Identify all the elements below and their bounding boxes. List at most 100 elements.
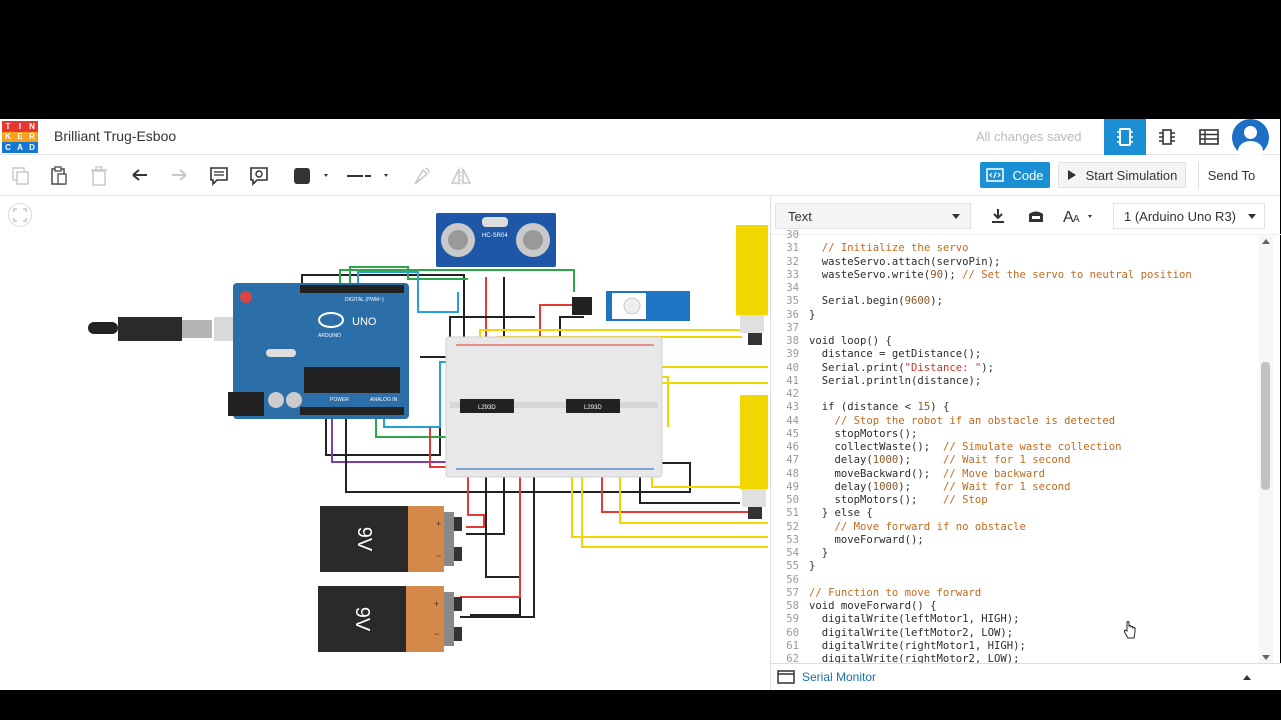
wire bbox=[651, 397, 742, 488]
code-line[interactable]: 55} bbox=[771, 560, 1259, 573]
line-number: 48 bbox=[786, 467, 799, 480]
code-line[interactable]: 61 digitalWrite(rightMotor1, HIGH); bbox=[771, 640, 1259, 653]
send-to-button[interactable]: Send To bbox=[1198, 162, 1264, 188]
code-line[interactable]: 33 wasteServo.write(90); // Set the serv… bbox=[771, 269, 1259, 282]
code-scrollbar[interactable] bbox=[1259, 236, 1273, 663]
code-line[interactable]: 59 digitalWrite(leftMotor1, HIGH); bbox=[771, 613, 1259, 626]
code-line[interactable]: 48 moveBackward(); // Move backward bbox=[771, 468, 1259, 481]
code-line[interactable]: 40 Serial.print("Distance: "); bbox=[771, 362, 1259, 375]
project-title[interactable]: Brilliant Trug-Esboo bbox=[54, 128, 177, 144]
dc-motor-2 bbox=[740, 395, 768, 519]
battery-1: 9V + − bbox=[320, 506, 462, 572]
code-text bbox=[799, 388, 809, 401]
code-line[interactable]: 45 stopMotors(); bbox=[771, 428, 1259, 441]
code-line[interactable]: 43 if (distance < 15) { bbox=[771, 401, 1259, 414]
circuit-view-button[interactable] bbox=[1104, 119, 1146, 155]
notes-button[interactable] bbox=[206, 164, 232, 188]
delete-button[interactable] bbox=[86, 164, 112, 188]
code-line[interactable]: 34 bbox=[771, 282, 1259, 295]
download-code-button[interactable] bbox=[985, 205, 1011, 227]
code-line[interactable]: 51 } else { bbox=[771, 507, 1259, 520]
line-number: 34 bbox=[786, 282, 799, 294]
code-line[interactable]: 49 delay(1000); // Wait for 1 second bbox=[771, 481, 1259, 494]
scrollbar-thumb[interactable] bbox=[1261, 362, 1270, 490]
copy-button[interactable] bbox=[8, 164, 34, 188]
code-line[interactable]: 53 moveForward(); bbox=[771, 534, 1259, 547]
undo-button[interactable] bbox=[127, 164, 153, 188]
wire-type-picker[interactable] bbox=[342, 164, 392, 188]
line-number: 52 bbox=[786, 520, 799, 533]
code-text bbox=[799, 229, 809, 242]
code-mode-value: Text bbox=[788, 209, 812, 224]
code-line[interactable]: 36} bbox=[771, 309, 1259, 322]
user-avatar[interactable] bbox=[1232, 119, 1269, 161]
code-text: distance = getDistance(); bbox=[809, 348, 982, 361]
code-line[interactable]: 39 distance = getDistance(); bbox=[771, 348, 1259, 361]
code-line[interactable]: 56 bbox=[771, 574, 1259, 587]
power-pins-label: POWER bbox=[330, 397, 349, 403]
undo-icon bbox=[132, 169, 147, 181]
code-line[interactable]: 62 digitalWrite(rightMotor2, LOW); bbox=[771, 653, 1259, 666]
notes-visibility-button[interactable] bbox=[246, 164, 272, 188]
rotate-button[interactable] bbox=[408, 164, 434, 188]
zoom-to-fit-button[interactable] bbox=[8, 203, 32, 227]
code-line[interactable]: 42 bbox=[771, 388, 1259, 401]
battery-1-label: 9V bbox=[353, 527, 375, 552]
code-line[interactable]: 44 // Stop the robot if an obstacle is d… bbox=[771, 415, 1259, 428]
color-picker[interactable] bbox=[288, 164, 332, 188]
code-line[interactable]: 46 collectWaste(); // Simulate waste col… bbox=[771, 441, 1259, 454]
board-dropdown[interactable]: 1 (Arduino Uno R3) bbox=[1113, 203, 1265, 229]
code-line[interactable]: 30 bbox=[771, 229, 1259, 242]
code-text: wasteServo.write(90); // Set the servo t… bbox=[809, 268, 1192, 281]
code-button[interactable]: Code bbox=[980, 162, 1050, 188]
component-list-button[interactable] bbox=[1188, 119, 1230, 155]
code-line[interactable]: 57 // Function to move forward bbox=[771, 587, 1259, 600]
tinkercad-logo[interactable]: T I N K E R C A D bbox=[2, 121, 38, 153]
code-line[interactable]: 32 wasteServo.attach(servoPin); bbox=[771, 256, 1259, 269]
flip-button[interactable] bbox=[448, 164, 474, 188]
scroll-down-arrow-icon[interactable] bbox=[1262, 655, 1270, 660]
schematic-view-button[interactable] bbox=[1146, 119, 1188, 155]
line-number: 31 bbox=[786, 242, 799, 255]
code-line[interactable]: 41 Serial.println(distance); bbox=[771, 375, 1259, 388]
libraries-button[interactable] bbox=[1023, 205, 1049, 227]
svg-text:A: A bbox=[1073, 214, 1080, 225]
wire bbox=[571, 457, 768, 538]
code-mode-dropdown[interactable]: Text bbox=[775, 203, 971, 229]
redo-button[interactable] bbox=[166, 164, 192, 188]
code-line[interactable]: 54 } bbox=[771, 547, 1259, 560]
code-line[interactable]: 35 Serial.begin(9600); bbox=[771, 295, 1259, 308]
code-line[interactable]: 47 delay(1000); // Wait for 1 second bbox=[771, 454, 1259, 467]
code-text: delay(1000); // Wait for 1 second bbox=[809, 454, 1071, 467]
avatar-head bbox=[1244, 126, 1257, 139]
code-text: if (distance < 15) { bbox=[809, 401, 950, 414]
line-number: 53 bbox=[786, 533, 799, 546]
code-line[interactable]: 52 // Move forward if no obstacle bbox=[771, 521, 1259, 534]
start-simulation-button[interactable]: Start Simulation bbox=[1058, 162, 1186, 188]
wire bbox=[349, 266, 468, 287]
circuit-canvas[interactable]: UNO ARDUINO DIGITAL (PWM~) POWER ANALOG … bbox=[0, 197, 768, 690]
serial-monitor-bar[interactable]: Serial Monitor bbox=[771, 663, 1281, 690]
wire bbox=[345, 417, 691, 493]
code-text: // Function to move forward bbox=[809, 586, 982, 599]
line-number: 57 bbox=[786, 586, 799, 599]
paste-button[interactable] bbox=[46, 164, 72, 188]
code-line[interactable]: 31 // Initialize the servo bbox=[771, 242, 1259, 255]
chevron-up-icon[interactable] bbox=[1243, 675, 1251, 680]
line-number: 55 bbox=[786, 560, 799, 573]
code-line[interactable]: 37 bbox=[771, 322, 1259, 335]
line-number: 62 bbox=[786, 653, 799, 665]
logo-letter: K bbox=[2, 131, 14, 143]
scroll-up-arrow-icon[interactable] bbox=[1262, 239, 1270, 244]
code-line[interactable]: 50 stopMotors(); // Stop bbox=[771, 494, 1259, 507]
code-text: digitalWrite(leftMotor1, HIGH); bbox=[809, 613, 1020, 626]
line-number: 30 bbox=[786, 229, 799, 241]
battery-2: 9V + − bbox=[318, 586, 462, 652]
code-line[interactable]: 60 digitalWrite(leftMotor2, LOW); bbox=[771, 627, 1259, 640]
ultrasonic-sensor: HC-SR04 bbox=[436, 213, 556, 267]
